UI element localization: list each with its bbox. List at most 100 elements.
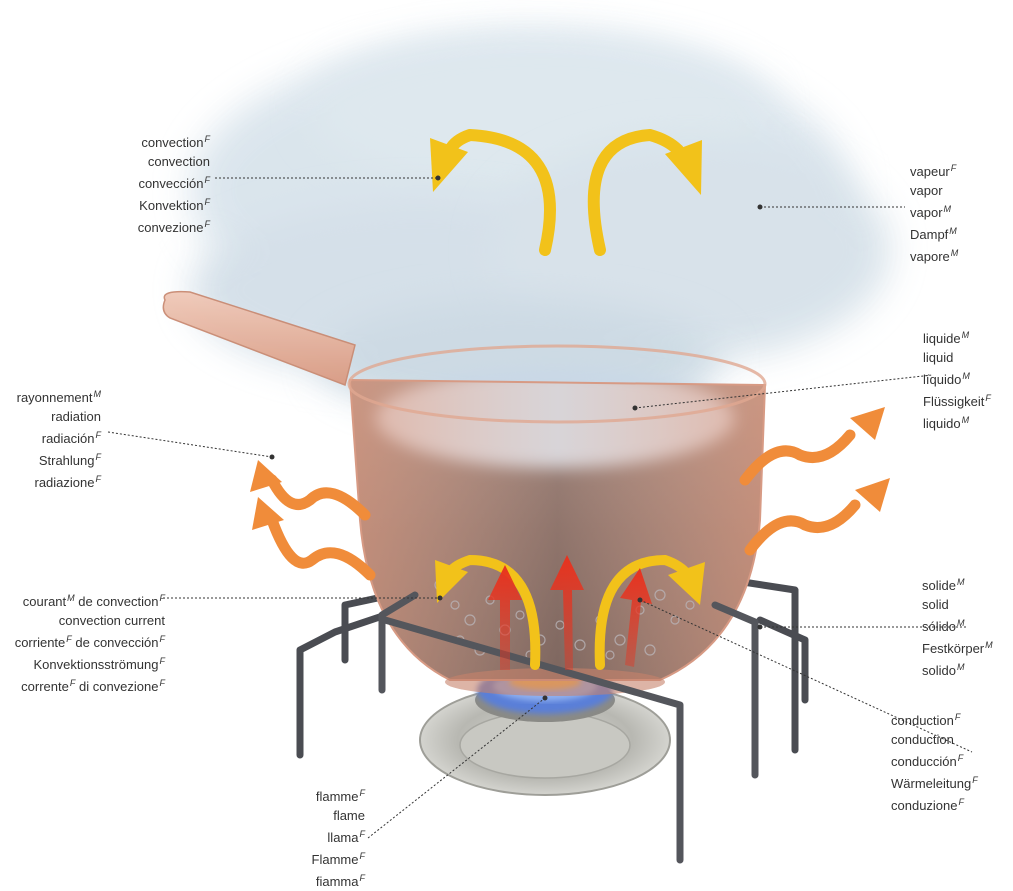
vapor-term: DampfM (910, 222, 958, 244)
gender-marker: F (985, 393, 991, 403)
gender-marker: F (96, 430, 102, 440)
term-word: Flamme (312, 852, 359, 867)
term-word: Festkörper (922, 641, 984, 656)
gender-marker: M (985, 640, 993, 650)
term-word: radiación (42, 431, 95, 446)
term-word: convection (148, 154, 210, 169)
term-word: courant (23, 594, 66, 609)
convection-current-term: KonvektionsströmungF (15, 652, 165, 674)
gender-marker: F (160, 678, 166, 688)
saucepan (349, 346, 765, 696)
term-word: vapore (910, 249, 950, 264)
convection-current-term: corrienteF de convecciónF (15, 630, 165, 652)
radiation-term: radiaciónF (17, 426, 101, 448)
term-word: de convección (72, 635, 159, 650)
gender-marker: F (972, 775, 978, 785)
term-word: Strahlung (39, 453, 95, 468)
solid-term: solid (922, 595, 993, 614)
gender-marker: F (205, 197, 211, 207)
term-word: liquido (923, 416, 961, 431)
solid-term: sólidoM (922, 614, 993, 636)
term-word: convezione (138, 220, 204, 235)
radiation-term: StrahlungF (17, 448, 101, 470)
gender-marker: M (962, 371, 970, 381)
solid-term: solidoM (922, 658, 993, 680)
gender-marker: F (96, 452, 102, 462)
conduction-term: conducciónF (891, 749, 978, 771)
convection-current-term: convection current (15, 611, 165, 630)
convection-term: convectionF (138, 130, 210, 152)
liquid-term: líquidoM (923, 367, 991, 389)
convection-term: convezioneF (138, 215, 210, 237)
term-word: convection current (59, 613, 165, 628)
solid-term: FestkörperM (922, 636, 993, 658)
term-word: Dampf (910, 227, 948, 242)
conduction-label: conductionFconductionconducciónFWärmelei… (891, 708, 978, 815)
gender-marker: M (94, 389, 102, 399)
flame-term: flammeF (312, 784, 365, 806)
term-word: líquido (923, 372, 961, 387)
term-word: convección (138, 176, 203, 191)
term-word: llama (327, 830, 358, 845)
term-word: corriente (15, 635, 66, 650)
gender-marker: F (205, 134, 211, 144)
gender-marker: M (962, 330, 970, 340)
term-word: conduzione (891, 798, 958, 813)
gender-marker: F (205, 175, 211, 185)
gender-marker: M (957, 618, 965, 628)
term-word: solide (922, 578, 956, 593)
flame-term: flame (312, 806, 365, 825)
flame-term: llamaF (312, 825, 365, 847)
solid-term: solideM (922, 573, 993, 595)
gender-marker: M (957, 577, 965, 587)
term-word: conduction (891, 713, 954, 728)
convection-term: convection (138, 152, 210, 171)
gender-marker: F (160, 656, 166, 666)
gender-marker: M (67, 593, 75, 603)
gender-marker: F (955, 712, 961, 722)
gender-marker: F (160, 634, 166, 644)
convection-term: KonvektionF (138, 193, 210, 215)
gender-marker: F (205, 219, 211, 229)
term-word: de convection (75, 594, 159, 609)
flame-term: fiammaF (312, 869, 365, 891)
term-word: conducción (891, 754, 957, 769)
term-word: solido (922, 663, 956, 678)
liquid-term: liquid (923, 348, 991, 367)
vapor-term: vaporeM (910, 244, 958, 266)
gender-marker: F (951, 163, 957, 173)
gender-marker: F (360, 788, 366, 798)
term-word: conduction (891, 732, 954, 747)
vapor-term: vapeurF (910, 159, 958, 181)
liquid-term: FlüssigkeitF (923, 389, 991, 411)
term-word: sólido (922, 619, 956, 634)
vapor-term: vaporM (910, 200, 958, 222)
term-word: convection (141, 135, 203, 150)
liquid-term: liquidoM (923, 411, 991, 433)
gender-marker: F (160, 593, 166, 603)
gender-marker: F (360, 829, 366, 839)
gender-marker: M (962, 415, 970, 425)
convection-current-term: courantM de convectionF (15, 589, 165, 611)
convection-current-term: correnteF di convezioneF (15, 674, 165, 696)
term-word: flamme (316, 789, 359, 804)
vapor-term: vapor (910, 181, 958, 200)
gender-marker: F (96, 474, 102, 484)
gender-marker: M (949, 226, 957, 236)
term-word: vapor (910, 183, 943, 198)
term-word: di convezione (75, 679, 158, 694)
flame-term: FlammeF (312, 847, 365, 869)
term-word: radiazione (35, 475, 95, 490)
term-word: rayonnement (17, 390, 93, 405)
radiation-term: radiation (17, 407, 101, 426)
term-word: vapor (910, 205, 943, 220)
term-word: Wärmeleitung (891, 776, 971, 791)
term-word: Konvektionsströmung (33, 657, 158, 672)
term-word: vapeur (910, 164, 950, 179)
liquid-term: liquideM (923, 326, 991, 348)
